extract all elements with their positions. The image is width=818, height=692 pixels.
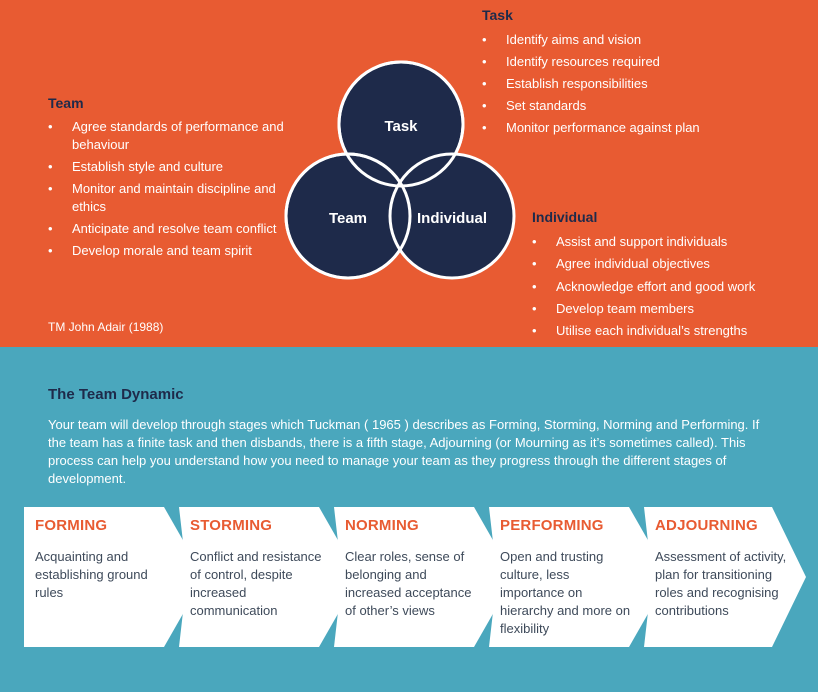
list-item: Identify resources required [482,51,802,73]
list-item: Establish responsibilities [482,73,802,95]
list-item: Anticipate and resolve team conflict [48,220,288,238]
task-heading: Task [482,7,513,23]
venn-circle-individual [388,152,516,280]
chevron-shape [644,507,806,647]
section-paragraph: Your team will develop through stages wh… [48,417,760,486]
list-item: Establish style and culture [48,158,288,176]
stage-description: Open and trusting culture, less importan… [500,549,631,636]
venn-diagram: Task Team Individual [284,60,516,280]
stage-description: Acquainting and establishing ground rule… [35,549,148,600]
list-item: Set standards [482,95,802,117]
chevron-shape [334,507,514,647]
list-item: Agree standards of performance and behav… [48,118,288,154]
list-item: Monitor performance against plan [482,117,802,139]
list-item: Identify aims and vision [482,29,802,51]
list-item: Develop team members [532,298,812,321]
list-item: Acknowledge effort and good work [532,276,812,299]
stage-name: STORMING [190,517,273,534]
stage-adjourning: ADJOURNING Assessment of activity, plan … [644,507,818,647]
chevron-shape [24,507,204,647]
list-item: Monitor and maintain discipline and ethi… [48,180,288,216]
stage-performing: PERFORMING Open and trusting culture, le… [489,507,671,647]
team-heading: Team [48,95,84,111]
individual-heading: Individual [532,209,598,225]
stage-description: Conflict and resistance of control, desp… [190,549,322,618]
chevron-shape [489,507,669,647]
credit-text: TM John Adair (1988) [48,320,164,334]
chevron-shape [179,507,359,647]
team-list: Agree standards of performance and behav… [48,118,288,264]
list-item: Assist and support individuals [532,231,812,254]
list-item: Develop morale and team spirit [48,242,288,260]
stage-name: FORMING [35,517,108,534]
section-title: The Team Dynamic [48,386,184,403]
list-item: Agree individual objectives [532,253,812,276]
task-list: Identify aims and vision Identify resour… [482,29,802,139]
venn-label-individual: Individual [417,210,487,227]
stage-description: Assessment of activity, plan for transit… [655,549,787,618]
venn-label-task: Task [384,118,418,135]
list-item: Utilise each individual’s strengths [532,320,812,343]
stage-name: NORMING [345,517,419,534]
stage-storming: STORMING Conflict and resistance of cont… [179,507,361,647]
stage-name: ADJOURNING [655,517,758,534]
stage-forming: FORMING Acquainting and establishing gro… [24,507,206,647]
venn-label-team: Team [329,210,367,227]
stage-description: Clear roles, sense of belonging and incr… [345,549,472,618]
stage-norming: NORMING Clear roles, sense of belonging … [334,507,516,647]
individual-list: Assist and support individuals Agree ind… [532,231,812,343]
stage-name: PERFORMING [500,517,604,534]
